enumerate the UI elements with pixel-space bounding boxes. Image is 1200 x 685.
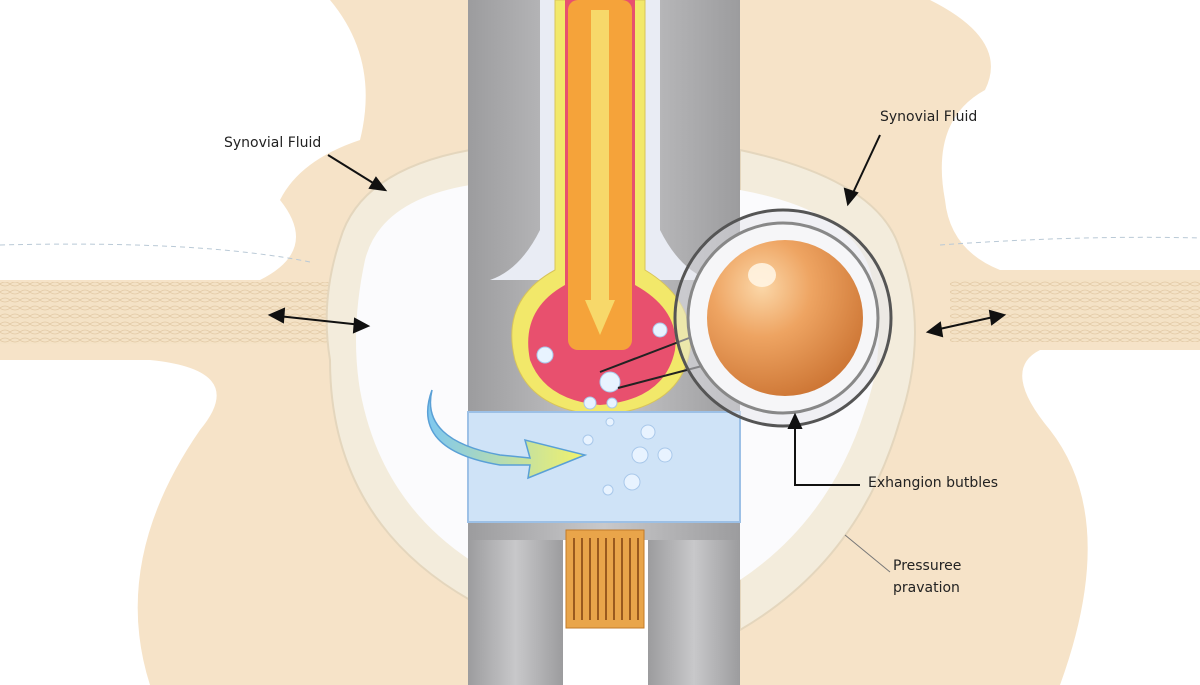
right-bone-shaft <box>950 280 1200 342</box>
pointer-lines <box>267 134 1007 573</box>
label-pressure-line1: Pressuree <box>893 558 962 574</box>
label-synovial-fluid-right: Synovial Fluid <box>880 109 978 125</box>
flow-arrow-icon <box>427 389 588 480</box>
magnifier-callout <box>599 208 893 428</box>
down-arrow-icon <box>585 300 615 335</box>
pad-stripes <box>573 538 639 620</box>
column-right-leg <box>648 540 740 685</box>
label-synovial-fluid-left: Synovial Fluid <box>224 135 322 151</box>
right-membrane-line <box>939 236 1200 246</box>
column-left-leg <box>468 540 563 685</box>
bubbles <box>536 322 673 496</box>
bubble-sphere <box>707 240 863 396</box>
left-membrane-line <box>0 243 311 263</box>
left-synovial-cavity <box>356 185 470 560</box>
left-bone-shaft <box>0 282 340 344</box>
rod-highlight <box>591 10 609 310</box>
label-pressure-line2: pravation <box>893 580 960 596</box>
fluid-band <box>467 411 741 523</box>
label-exchange-bubbles: Exhangion butbles <box>868 475 999 491</box>
